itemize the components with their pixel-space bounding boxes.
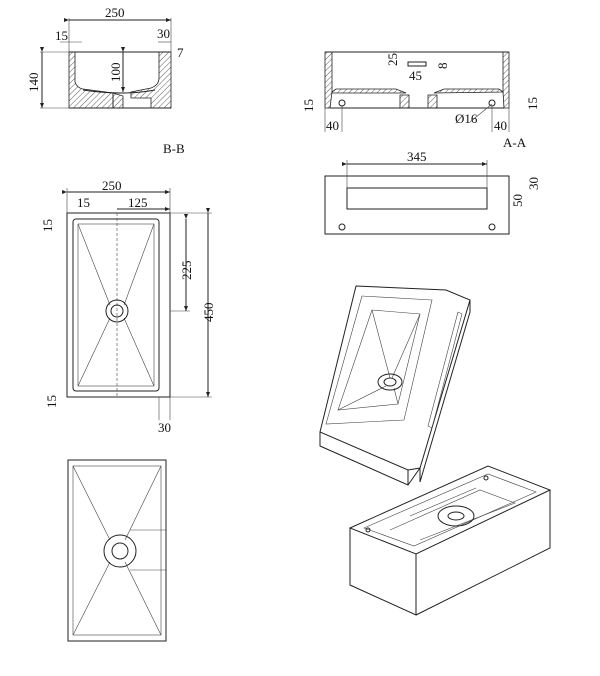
section-aa-label: A-A <box>503 135 527 150</box>
dim-aa-left-height: 15 <box>301 99 316 112</box>
isometric-view-top <box>319 285 471 486</box>
dim-plan-left-wall: 15 <box>77 195 90 210</box>
dim-side-slot-height: 50 <box>510 194 525 207</box>
dim-aa-slot-height: 8 <box>435 63 450 70</box>
dim-side-slot-length: 345 <box>407 149 427 164</box>
dim-aa-right-offset: 40 <box>494 118 507 133</box>
dim-plan-drain-offset: 125 <box>128 195 148 210</box>
side-view: 345 30 50 <box>324 149 541 235</box>
dim-bb-left-wall: 15 <box>55 28 68 43</box>
isometric-view-bottom <box>348 465 552 616</box>
dim-aa-left-offset: 40 <box>326 118 339 133</box>
dim-bb-width: 250 <box>105 5 125 20</box>
dim-aa-slot-width: 45 <box>409 68 422 83</box>
dim-plan-bottom-wall: 15 <box>44 395 59 408</box>
dim-plan-width: 250 <box>102 178 122 193</box>
dim-aa-hole-diameter: Ø16 <box>455 111 478 126</box>
dim-bb-right-wall: 30 <box>157 26 170 41</box>
section-aa: 25 8 45 15 15 40 40 Ø16 A-A <box>301 51 540 150</box>
dim-aa-right-height: 15 <box>525 97 540 110</box>
dim-plan-drain-center: 225 <box>179 261 194 281</box>
dim-bb-depth: 100 <box>108 63 123 83</box>
dim-plan-right-wall: 30 <box>158 420 171 435</box>
dim-side-slot-top: 30 <box>526 177 541 190</box>
dim-plan-top-wall: 15 <box>40 219 55 232</box>
section-bb-label: B-B <box>163 141 185 156</box>
dim-aa-top-offset: 25 <box>385 53 400 66</box>
plan-view: 250 15 125 225 450 15 15 30 <box>40 178 216 435</box>
dim-bb-height: 140 <box>26 73 41 93</box>
bottom-plan-view <box>67 459 167 642</box>
dim-bb-lip: 7 <box>177 45 184 60</box>
dim-plan-length: 450 <box>201 303 216 323</box>
section-bb: 250 15 30 7 140 100 B-B <box>26 5 185 156</box>
